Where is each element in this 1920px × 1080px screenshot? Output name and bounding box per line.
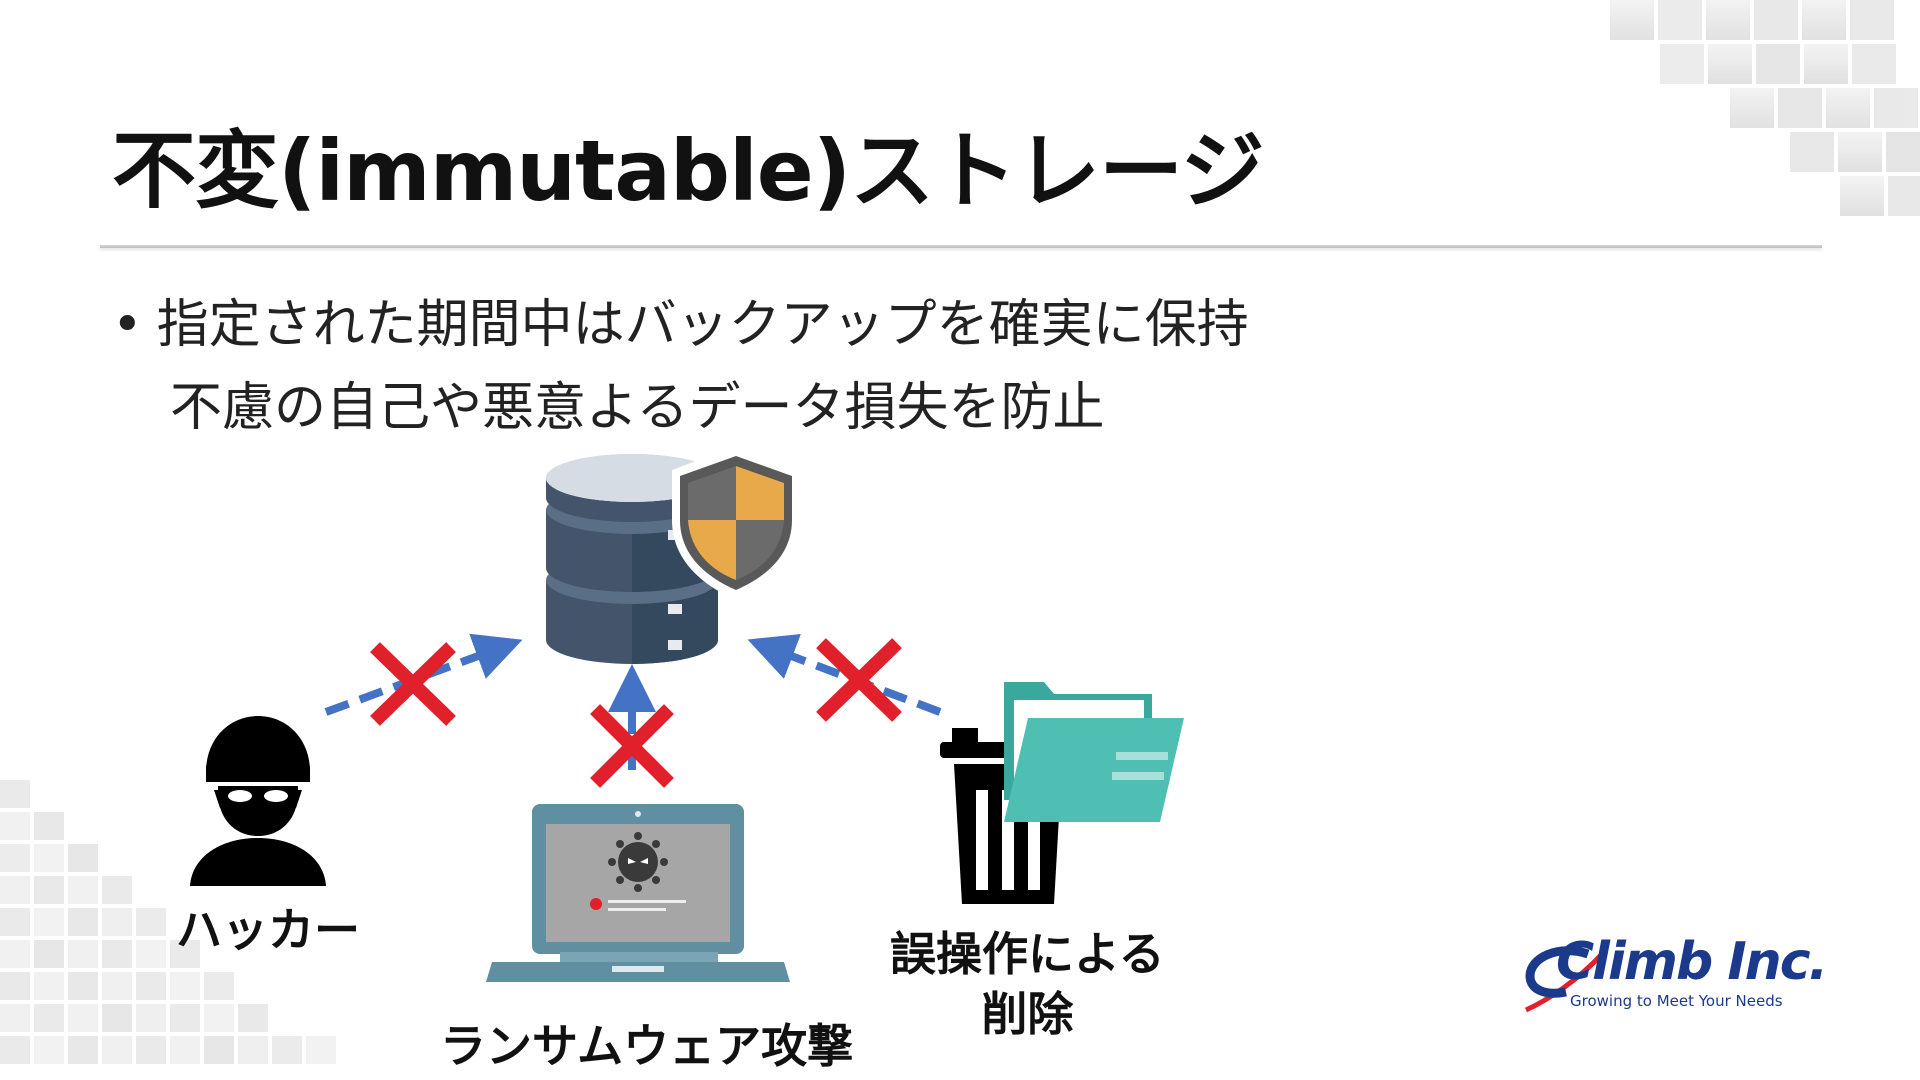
- hacker-label: ハッカー: [176, 903, 360, 957]
- title-divider: [100, 245, 1822, 248]
- bullet-marker: •: [112, 295, 143, 355]
- protected-database-icon: [546, 446, 800, 664]
- cross-icon-ransomware: [590, 704, 674, 788]
- bullet-item: •指定された期間中はバックアップを確実に保持: [112, 282, 1249, 357]
- hacker-icon: [190, 716, 326, 886]
- blocked-cross-icons: [370, 638, 902, 788]
- accidental-delete-label-line2: 削除: [981, 987, 1074, 1041]
- trash-folder-icon: [940, 682, 1184, 904]
- decorative-cube-pattern-top: [1610, 0, 1920, 216]
- cross-icon-delete: [816, 638, 902, 722]
- virus-icon: [608, 832, 668, 892]
- accidental-delete-label-line1: 誤操作による: [890, 927, 1165, 981]
- company-logo: Climb Inc. Growing to Meet Your Needs: [1518, 932, 1828, 1020]
- infected-laptop-icon: [486, 804, 790, 982]
- decorative-cube-pattern-bottom: [0, 780, 336, 1064]
- logo-tagline: Growing to Meet Your Needs: [1570, 992, 1783, 1010]
- logo-name: Climb Inc.: [1556, 932, 1828, 992]
- accidental-delete-label: 誤操作による 削除: [890, 924, 1165, 1044]
- bullet-item-continuation: 不慮の自己や悪意よるデータ損失を防止: [170, 365, 1104, 440]
- cross-icon-hacker: [370, 642, 456, 726]
- bullet-text: 指定された期間中はバックアップを確実に保持: [156, 295, 1249, 355]
- slide-title: 不変(immutable)ストレージ: [112, 122, 1264, 220]
- ransomware-label: ランサムウェア攻撃: [440, 1019, 854, 1073]
- logo-swoosh-icon: [1524, 946, 1604, 1013]
- bullet-text: 不慮の自己や悪意よるデータ損失を防止: [170, 378, 1105, 438]
